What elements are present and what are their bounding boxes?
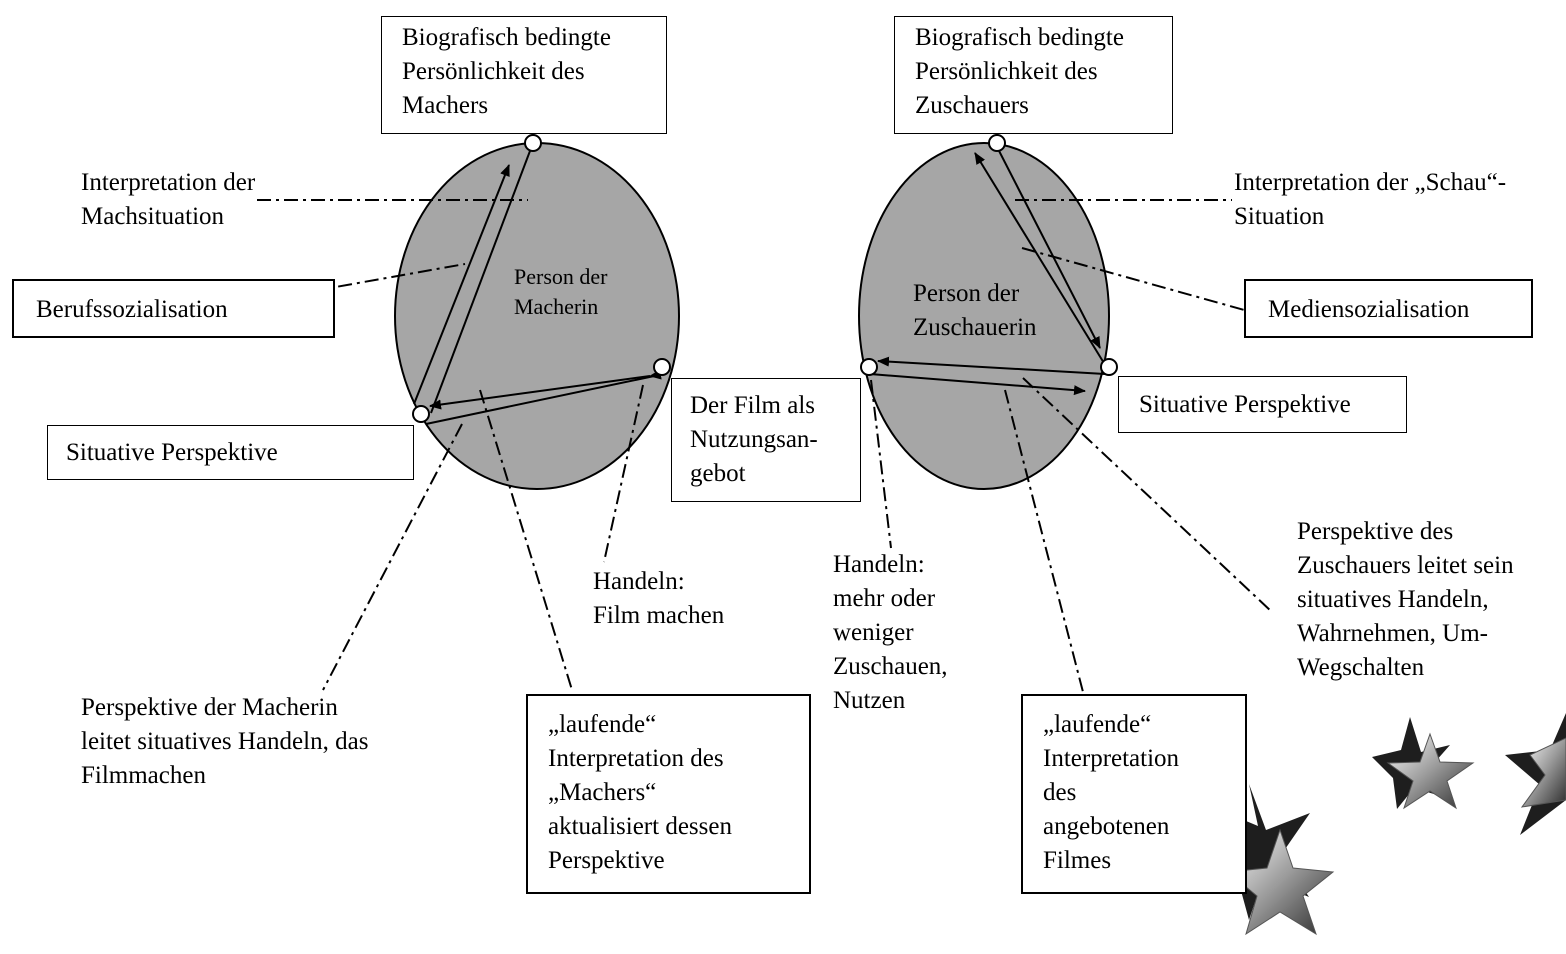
viewer-action-line-5: Nutzen bbox=[833, 687, 906, 714]
viewer-ellipse-label: Person der Zuschauerin bbox=[913, 277, 1037, 345]
maker-interpretation-line-2: Machsituation bbox=[81, 203, 225, 230]
viewer-biography-box: Biografisch bedingte Persönlichkeit des … bbox=[894, 16, 1173, 134]
maker-running-line-1: „laufende“ bbox=[548, 711, 657, 738]
viewer-bio-line-3: Zuschauers bbox=[915, 92, 1029, 119]
viewer-bio-line-1: Biografisch bedingte bbox=[915, 24, 1124, 51]
maker-perspective-line-3: Filmmachen bbox=[81, 762, 206, 789]
viewer-action-line-2: mehr oder bbox=[833, 585, 936, 612]
maker-arrows bbox=[413, 142, 662, 425]
viewer-perspective-label: Perspektive des Zuschauers leitet sein s… bbox=[1297, 515, 1514, 685]
maker-ellipse-line-2: Macherin bbox=[514, 294, 599, 319]
maker-bio-line-2: Persönlichkeit des bbox=[402, 58, 585, 85]
maker-socialisation-text: Berufssozialisation bbox=[36, 296, 228, 323]
maker-running-line-3: „Machers“ bbox=[548, 779, 657, 806]
film-line-1: Der Film als bbox=[690, 392, 815, 419]
maker-bio-line-3: Machers bbox=[402, 92, 489, 119]
film-offer-box: Der Film als Nutzungsan- gebot bbox=[671, 378, 861, 502]
viewer-interpretation-line-1: Interpretation der „Schau“- bbox=[1234, 169, 1507, 196]
viewer-ellipse-line-2: Zuschauerin bbox=[913, 314, 1037, 341]
maker-running-line-5: Perspektive bbox=[548, 847, 665, 874]
maker-bio-line-1: Biografisch bedingte bbox=[402, 24, 611, 51]
viewer-action-line-4: Zuschauen, bbox=[833, 653, 948, 680]
viewer-action-line-3: weniger bbox=[833, 619, 914, 646]
connection-points bbox=[412, 134, 1118, 423]
maker-running-line-4: aktualisiert dessen bbox=[548, 813, 732, 840]
viewer-arrows bbox=[869, 142, 1108, 396]
maker-action-line-1: Handeln: bbox=[593, 568, 685, 595]
viewer-perspective-line-4: Wahrnehmen, Um- bbox=[1297, 620, 1488, 647]
viewer-perspective-line-1: Perspektive des bbox=[1297, 518, 1454, 545]
star-icon bbox=[1372, 717, 1475, 810]
film-line-3: gebot bbox=[690, 460, 746, 487]
maker-ellipse-line-1: Person der bbox=[514, 264, 608, 289]
viewer-situative-box: Situative Perspektive bbox=[1118, 376, 1407, 433]
viewer-action-label: Handeln: mehr oder weniger Zuschauen, Nu… bbox=[833, 548, 948, 718]
viewer-action-line-1: Handeln: bbox=[833, 551, 925, 578]
viewer-running-interpretation-box: „laufende“ Interpretation des angebotene… bbox=[1021, 694, 1247, 894]
maker-interpretation-label: Interpretation der Machsituation bbox=[81, 166, 255, 234]
viewer-socialisation-box: Mediensozialisation bbox=[1244, 279, 1533, 338]
viewer-perspective-line-5: Wegschalten bbox=[1297, 654, 1425, 681]
maker-perspective-line-2: leitet situatives Handeln, das bbox=[81, 728, 369, 755]
maker-running-line-2: Interpretation des bbox=[548, 745, 724, 772]
viewer-socialisation-text: Mediensozialisation bbox=[1268, 296, 1470, 323]
maker-action-line-2: Film machen bbox=[593, 602, 725, 629]
maker-perspective-line-1: Perspektive der Macherin bbox=[81, 694, 338, 721]
viewer-running-line-2: Interpretation bbox=[1043, 745, 1180, 772]
viewer-running-line-1: „laufende“ bbox=[1043, 711, 1152, 738]
maker-perspective-label: Perspektive der Macherin leitet situativ… bbox=[81, 691, 368, 793]
viewer-situative-text: Situative Perspektive bbox=[1139, 391, 1351, 418]
viewer-bio-line-2: Persönlichkeit des bbox=[915, 58, 1098, 85]
star-icon bbox=[1505, 713, 1566, 835]
viewer-interpretation-line-2: Situation bbox=[1234, 203, 1325, 230]
maker-action-label: Handeln: Film machen bbox=[593, 565, 724, 633]
maker-socialisation-box: Berufssozialisation bbox=[12, 279, 335, 338]
maker-situative-text: Situative Perspektive bbox=[66, 439, 278, 466]
film-line-2: Nutzungsan- bbox=[690, 426, 818, 453]
viewer-running-line-5: Filmes bbox=[1043, 847, 1112, 874]
maker-running-interpretation-box: „laufende“ Interpretation des „Machers“ … bbox=[526, 694, 811, 894]
viewer-perspective-line-2: Zuschauers leitet sein bbox=[1297, 552, 1514, 579]
maker-ellipse-label: Person der Macherin bbox=[514, 262, 607, 322]
maker-situative-box: Situative Perspektive bbox=[47, 425, 414, 480]
viewer-running-line-4: angebotenen bbox=[1043, 813, 1170, 840]
maker-biography-box: Biografisch bedingte Persönlichkeit des … bbox=[381, 16, 667, 134]
viewer-ellipse bbox=[858, 142, 1110, 490]
viewer-ellipse-line-1: Person der bbox=[913, 280, 1020, 307]
maker-interpretation-line-1: Interpretation der bbox=[81, 169, 256, 196]
viewer-running-line-3: des bbox=[1043, 779, 1077, 806]
viewer-perspective-line-3: situatives Handeln, bbox=[1297, 586, 1489, 613]
viewer-interpretation-label: Interpretation der „Schau“- Situation bbox=[1234, 166, 1506, 234]
